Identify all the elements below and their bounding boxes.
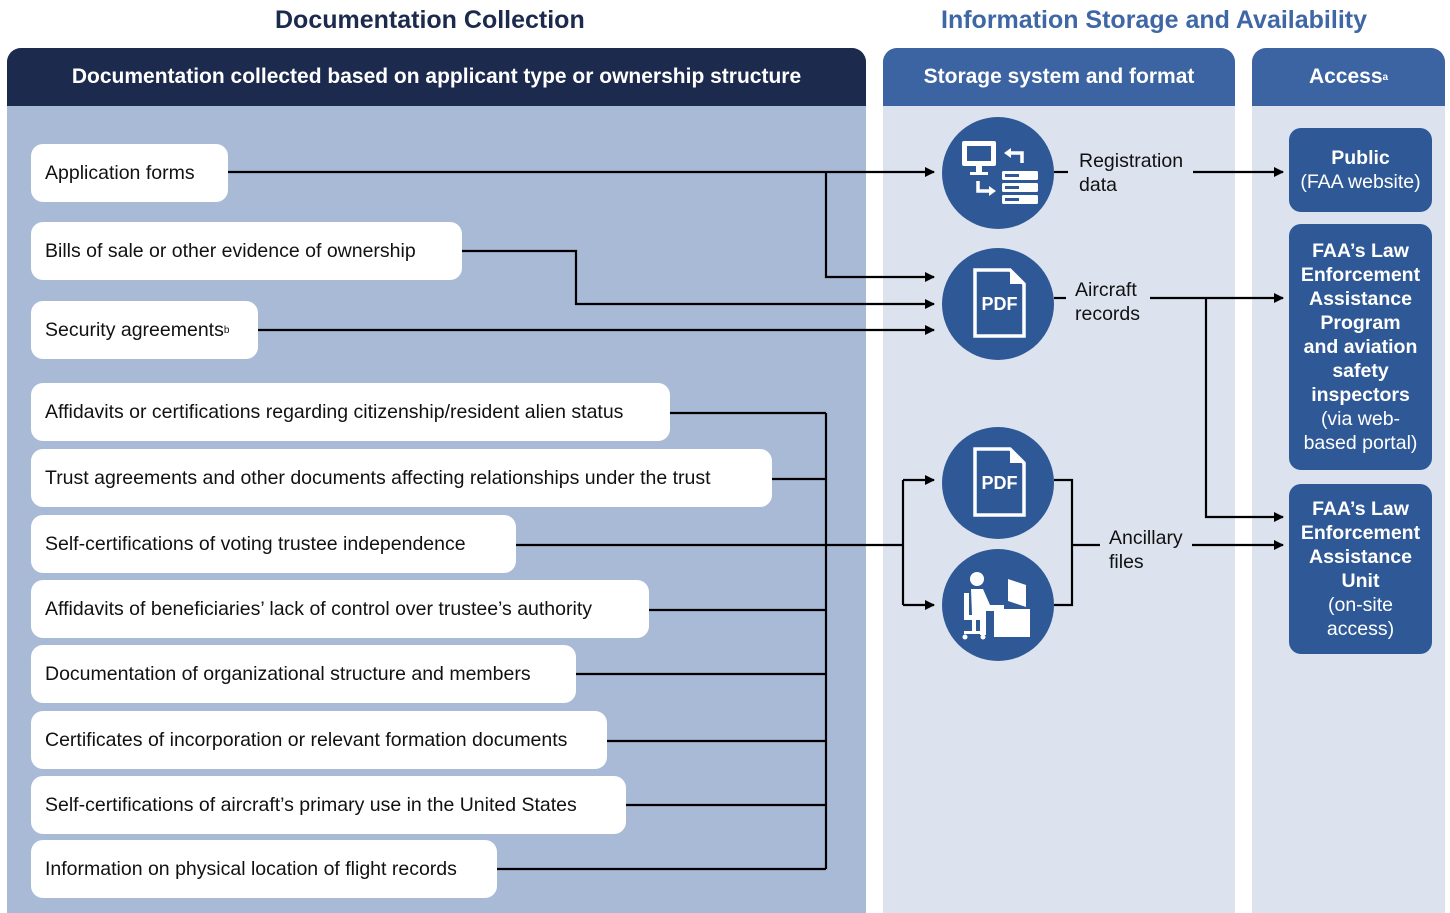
doc-voting-trustee: Self-certifications of voting trustee in… (31, 515, 516, 573)
line-bills-to-aircraft (462, 249, 935, 309)
line-application-to-aircraft (824, 172, 935, 282)
svg-text:PDF: PDF (982, 294, 1018, 314)
access-law-enforcement-unit: FAA’s Law Enforcement Assistance Unit (o… (1289, 484, 1432, 654)
computer-server-icon (942, 117, 1054, 229)
doc-citizenship-affidavits: Affidavits or certifications regarding c… (31, 383, 670, 441)
doc-application-forms: Application forms (31, 144, 228, 202)
pdf-icon: PDF (942, 248, 1054, 360)
doc-beneficiaries-affidavits: Affidavits of beneficiaries’ lack of con… (31, 580, 649, 638)
doc-trust-agreements: Trust agreements and other documents aff… (31, 449, 772, 507)
footnote-marker-b: b (223, 324, 230, 336)
pdf-icon-ancillary: PDF (942, 427, 1054, 539)
doc-primary-use: Self-certifications of aircraft’s primar… (31, 776, 626, 834)
doc-incorporation-certificates: Certificates of incorporation or relevan… (31, 711, 607, 769)
access-footnote-marker: a (1382, 71, 1389, 83)
information-storage-title: Information Storage and Availability (941, 6, 1367, 34)
svg-text:PDF: PDF (982, 473, 1018, 493)
collection-header: Documentation collected based on applica… (7, 48, 866, 106)
person-at-desk-icon (942, 549, 1054, 661)
storage-header: Storage system and format (883, 48, 1235, 106)
documentation-collection-title: Documentation Collection (275, 6, 585, 34)
doc-organizational-structure: Documentation of organizational structur… (31, 645, 576, 703)
access-law-enforcement-program: FAA’s Law Enforcement Assistance Program… (1289, 224, 1432, 470)
bracket-ancillary (1054, 478, 1074, 607)
line-aircraft-to-unit (1204, 298, 1284, 522)
access-public: Public (FAA website) (1289, 128, 1432, 212)
doc-bills-of-sale: Bills of sale or other evidence of owner… (31, 222, 462, 280)
doc-flight-records-location: Information on physical location of flig… (31, 840, 497, 898)
